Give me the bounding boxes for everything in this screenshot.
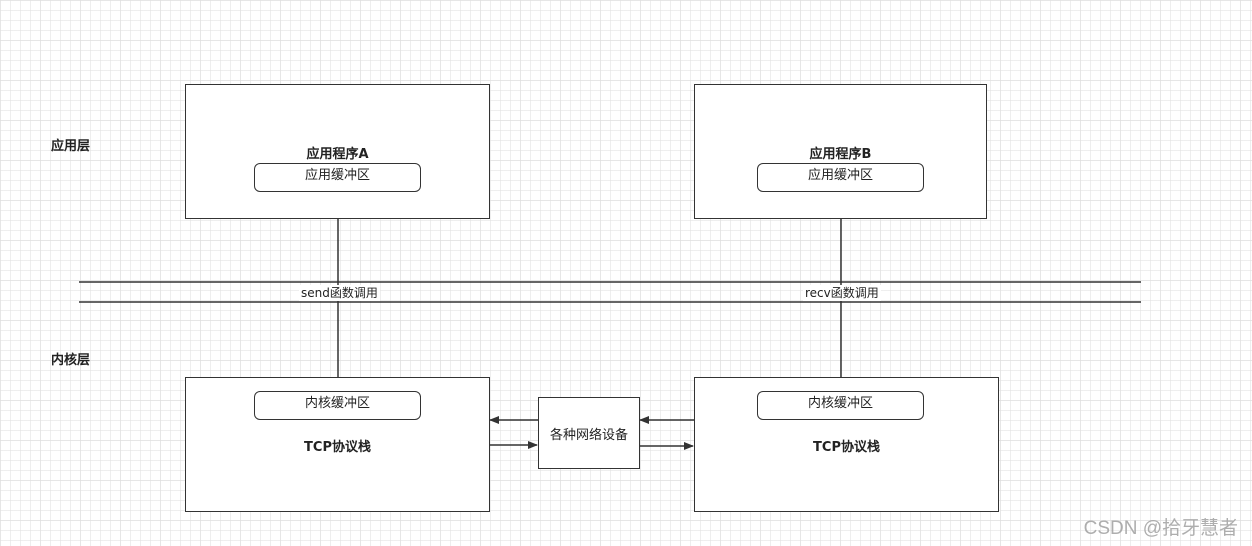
app-b-box: 应用程序B	[694, 84, 987, 219]
kernel-layer-label: 内核层	[51, 353, 91, 368]
tcp-stack-a-title: TCP协议栈	[304, 440, 371, 455]
app-b-title: 应用程序B	[809, 147, 872, 162]
kernel-a-buffer: 内核缓冲区	[254, 391, 421, 420]
csdn-watermark: CSDN @拾牙慧者	[1083, 518, 1238, 539]
send-call-label: send函数调用	[299, 285, 380, 301]
app-a-box: 应用程序A	[185, 84, 490, 219]
network-device-box: 各种网络设备	[538, 397, 640, 469]
kernel-b-buffer: 内核缓冲区	[757, 391, 924, 420]
app-b-buffer: 应用缓冲区	[757, 163, 924, 192]
app-a-title: 应用程序A	[306, 147, 369, 162]
application-layer-label: 应用层	[51, 139, 91, 154]
recv-call-label: recv函数调用	[803, 285, 881, 301]
app-a-buffer: 应用缓冲区	[254, 163, 421, 192]
tcp-stack-b-title: TCP协议栈	[813, 440, 880, 455]
